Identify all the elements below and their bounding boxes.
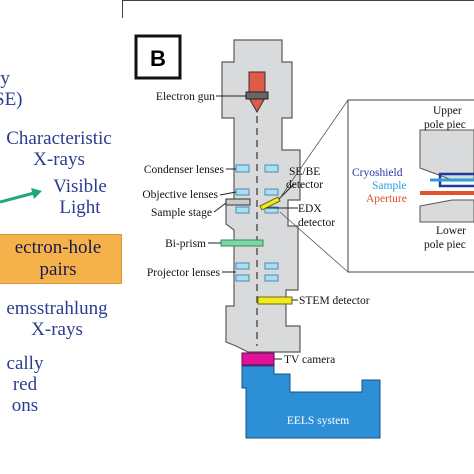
- emission-label-characteristic-xrays: Characteristic X-rays: [0, 128, 122, 170]
- label-electron-gun: Electron gun: [156, 91, 215, 103]
- label-lower-pole-1: Lower: [436, 225, 466, 237]
- label-upper-pole-1: Upper: [433, 105, 462, 117]
- label-line: SE): [0, 89, 23, 110]
- label-cryoshield: Cryoshield: [352, 167, 403, 179]
- label-line: X-rays: [31, 319, 83, 340]
- label-line: ry: [0, 68, 10, 89]
- label-projector-lenses: Projector lenses: [147, 267, 221, 279]
- label-se-be-1: SE/BE: [289, 166, 320, 178]
- panel-label-b: B: [134, 34, 182, 80]
- label-line: ons: [11, 395, 39, 416]
- bi-prism: [208, 239, 264, 247]
- tv-camera: [241, 352, 282, 366]
- stem-detector: [257, 296, 298, 305]
- objective-inset: [347, 99, 474, 273]
- label-objective-lenses: Objective lenses: [142, 189, 218, 201]
- label-edx-1: EDX: [298, 203, 322, 215]
- label-line: X-rays: [33, 149, 85, 170]
- emission-label-secondary: ry SE): [0, 68, 34, 110]
- label-lower-pole-2: pole piec: [424, 239, 466, 251]
- eels-system: [241, 365, 381, 439]
- condenser-lenses: [226, 164, 279, 173]
- emission-label-inelastic: cally red ons: [0, 353, 58, 416]
- emission-label-bremsstrahlung: emsstrahlung X-rays: [0, 298, 120, 340]
- label-line: cally: [6, 353, 44, 374]
- inset-connector-top: [279, 99, 349, 199]
- label-line: Light: [59, 197, 101, 218]
- tem-diagram: B Electron gun Condenser lenses Objectiv…: [122, 0, 474, 439]
- label-stem-detector: STEM detector: [299, 295, 370, 307]
- label-line: emsstrahlung: [6, 298, 108, 319]
- label-upper-pole-2: pole piec: [424, 119, 466, 131]
- label-aperture: Aperture: [366, 193, 407, 205]
- panel-label-text: B: [150, 46, 166, 71]
- label-tv-camera: TV camera: [284, 354, 335, 366]
- electron-hole-box: ectron-hole pairs: [0, 234, 122, 284]
- label-line: red: [12, 374, 38, 395]
- left-panel: ry SE) Characteristic X-rays Visible Lig…: [0, 0, 122, 474]
- label-line: Characteristic: [6, 128, 112, 149]
- label-line: ectron-hole: [14, 237, 102, 258]
- label-edx-2: detector: [298, 217, 335, 229]
- label-line: Visible: [53, 176, 107, 197]
- label-sample: Sample: [372, 180, 407, 192]
- label-bi-prism: Bi-prism: [165, 238, 206, 250]
- emission-label-visible-light: Visible Light: [40, 176, 120, 218]
- label-condenser-lenses: Condenser lenses: [144, 164, 225, 176]
- inset-connector-bottom: [279, 211, 349, 273]
- sample-stage: [213, 198, 251, 213]
- label-se-be-2: detector: [286, 179, 323, 191]
- label-eels-system: EELS system: [287, 415, 349, 427]
- label-line: pairs: [39, 259, 77, 280]
- electron-gun: [216, 71, 269, 114]
- projector-lenses: [222, 262, 279, 282]
- green-arrow-icon: [0, 188, 42, 204]
- label-sample-stage: Sample stage: [151, 207, 212, 219]
- objective-lenses: [219, 188, 279, 214]
- tem-diagram-panel: B Electron gun Condenser lenses Objectiv…: [122, 0, 474, 474]
